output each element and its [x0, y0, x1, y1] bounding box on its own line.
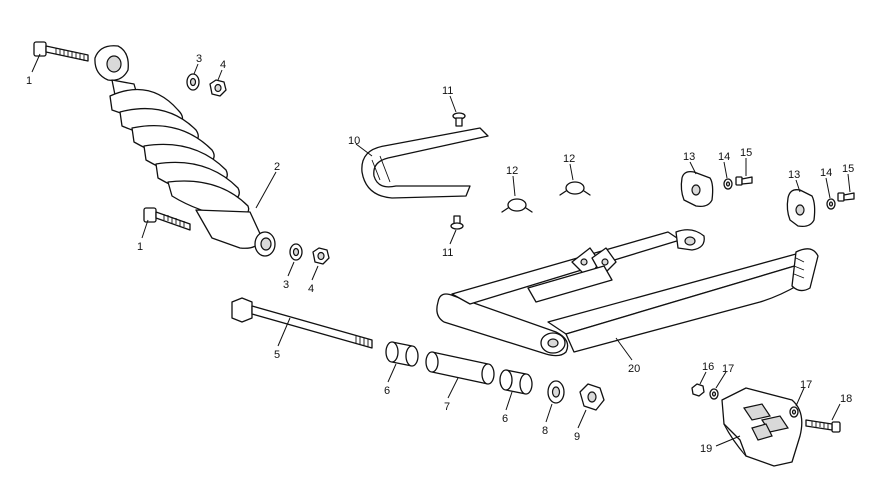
chain-adjuster-right	[786, 189, 816, 228]
axle-washer	[547, 380, 565, 404]
washer-upper	[186, 73, 200, 91]
callout-11a: 11	[442, 85, 453, 97]
callout-4a: 4	[220, 59, 226, 71]
chain-slider	[361, 127, 489, 199]
callout-14b: 14	[820, 167, 832, 179]
callout-15b: 15	[842, 163, 854, 175]
leader-lines	[31, 53, 851, 447]
guide-washer-right	[789, 406, 799, 418]
clip-left	[501, 198, 533, 213]
axle-nut	[579, 383, 605, 411]
callout-1a: 1	[26, 75, 32, 87]
callout-17a: 17	[722, 363, 734, 375]
callout-11b: 11	[442, 247, 453, 259]
callout-13a: 13	[683, 151, 695, 163]
callout-3a: 3	[196, 53, 202, 65]
adjuster-bolt-left	[735, 176, 753, 186]
callout-7: 7	[444, 401, 450, 413]
callout-13b: 13	[788, 169, 800, 181]
callout-9: 9	[574, 431, 580, 443]
callout-2: 2	[274, 161, 280, 173]
callout-6a: 6	[384, 385, 390, 397]
callout-14a: 14	[718, 151, 730, 163]
callout-19: 19	[700, 443, 712, 455]
callout-5: 5	[274, 349, 280, 361]
adjuster-nut-right	[826, 198, 836, 210]
callout-16: 16	[702, 361, 714, 373]
center-bush	[425, 351, 495, 385]
spacer-left	[385, 341, 419, 367]
callout-17b: 17	[800, 379, 812, 391]
adjuster-nut-left	[723, 178, 733, 190]
callout-20: 20	[628, 363, 640, 375]
callout-1b: 1	[137, 241, 143, 253]
callout-12b: 12	[563, 153, 575, 165]
shock-absorber	[94, 45, 276, 257]
washer-lower	[289, 243, 303, 261]
callout-6b: 6	[502, 413, 508, 425]
callout-8: 8	[542, 425, 548, 437]
callout-15a: 15	[740, 147, 752, 159]
callout-labels: 1 1 2 3 3 4 4 5 6 6 7 8 9 10 11 11 12 12…	[26, 53, 854, 455]
callout-10: 10	[348, 135, 360, 147]
chain-adjuster-left	[680, 170, 714, 208]
slider-screw-top	[452, 112, 466, 127]
bolt-upper	[33, 41, 89, 62]
callout-3b: 3	[283, 279, 289, 291]
callout-12a: 12	[506, 165, 518, 177]
bolt-lower	[143, 207, 191, 231]
swingarm	[436, 229, 819, 357]
nut-lower	[312, 247, 330, 265]
nut-upper	[209, 79, 227, 97]
guide-nut	[691, 383, 705, 397]
callout-18: 18	[840, 393, 852, 405]
slider-screw-bottom	[450, 215, 464, 230]
spacer-right	[499, 369, 533, 395]
chain-guide	[721, 387, 803, 467]
guide-bolt	[805, 419, 841, 433]
adjuster-bolt-right	[837, 192, 855, 202]
pivot-axle	[231, 297, 373, 349]
callout-4b: 4	[308, 283, 314, 295]
clip-right	[559, 181, 591, 196]
guide-washer-left	[709, 388, 719, 400]
